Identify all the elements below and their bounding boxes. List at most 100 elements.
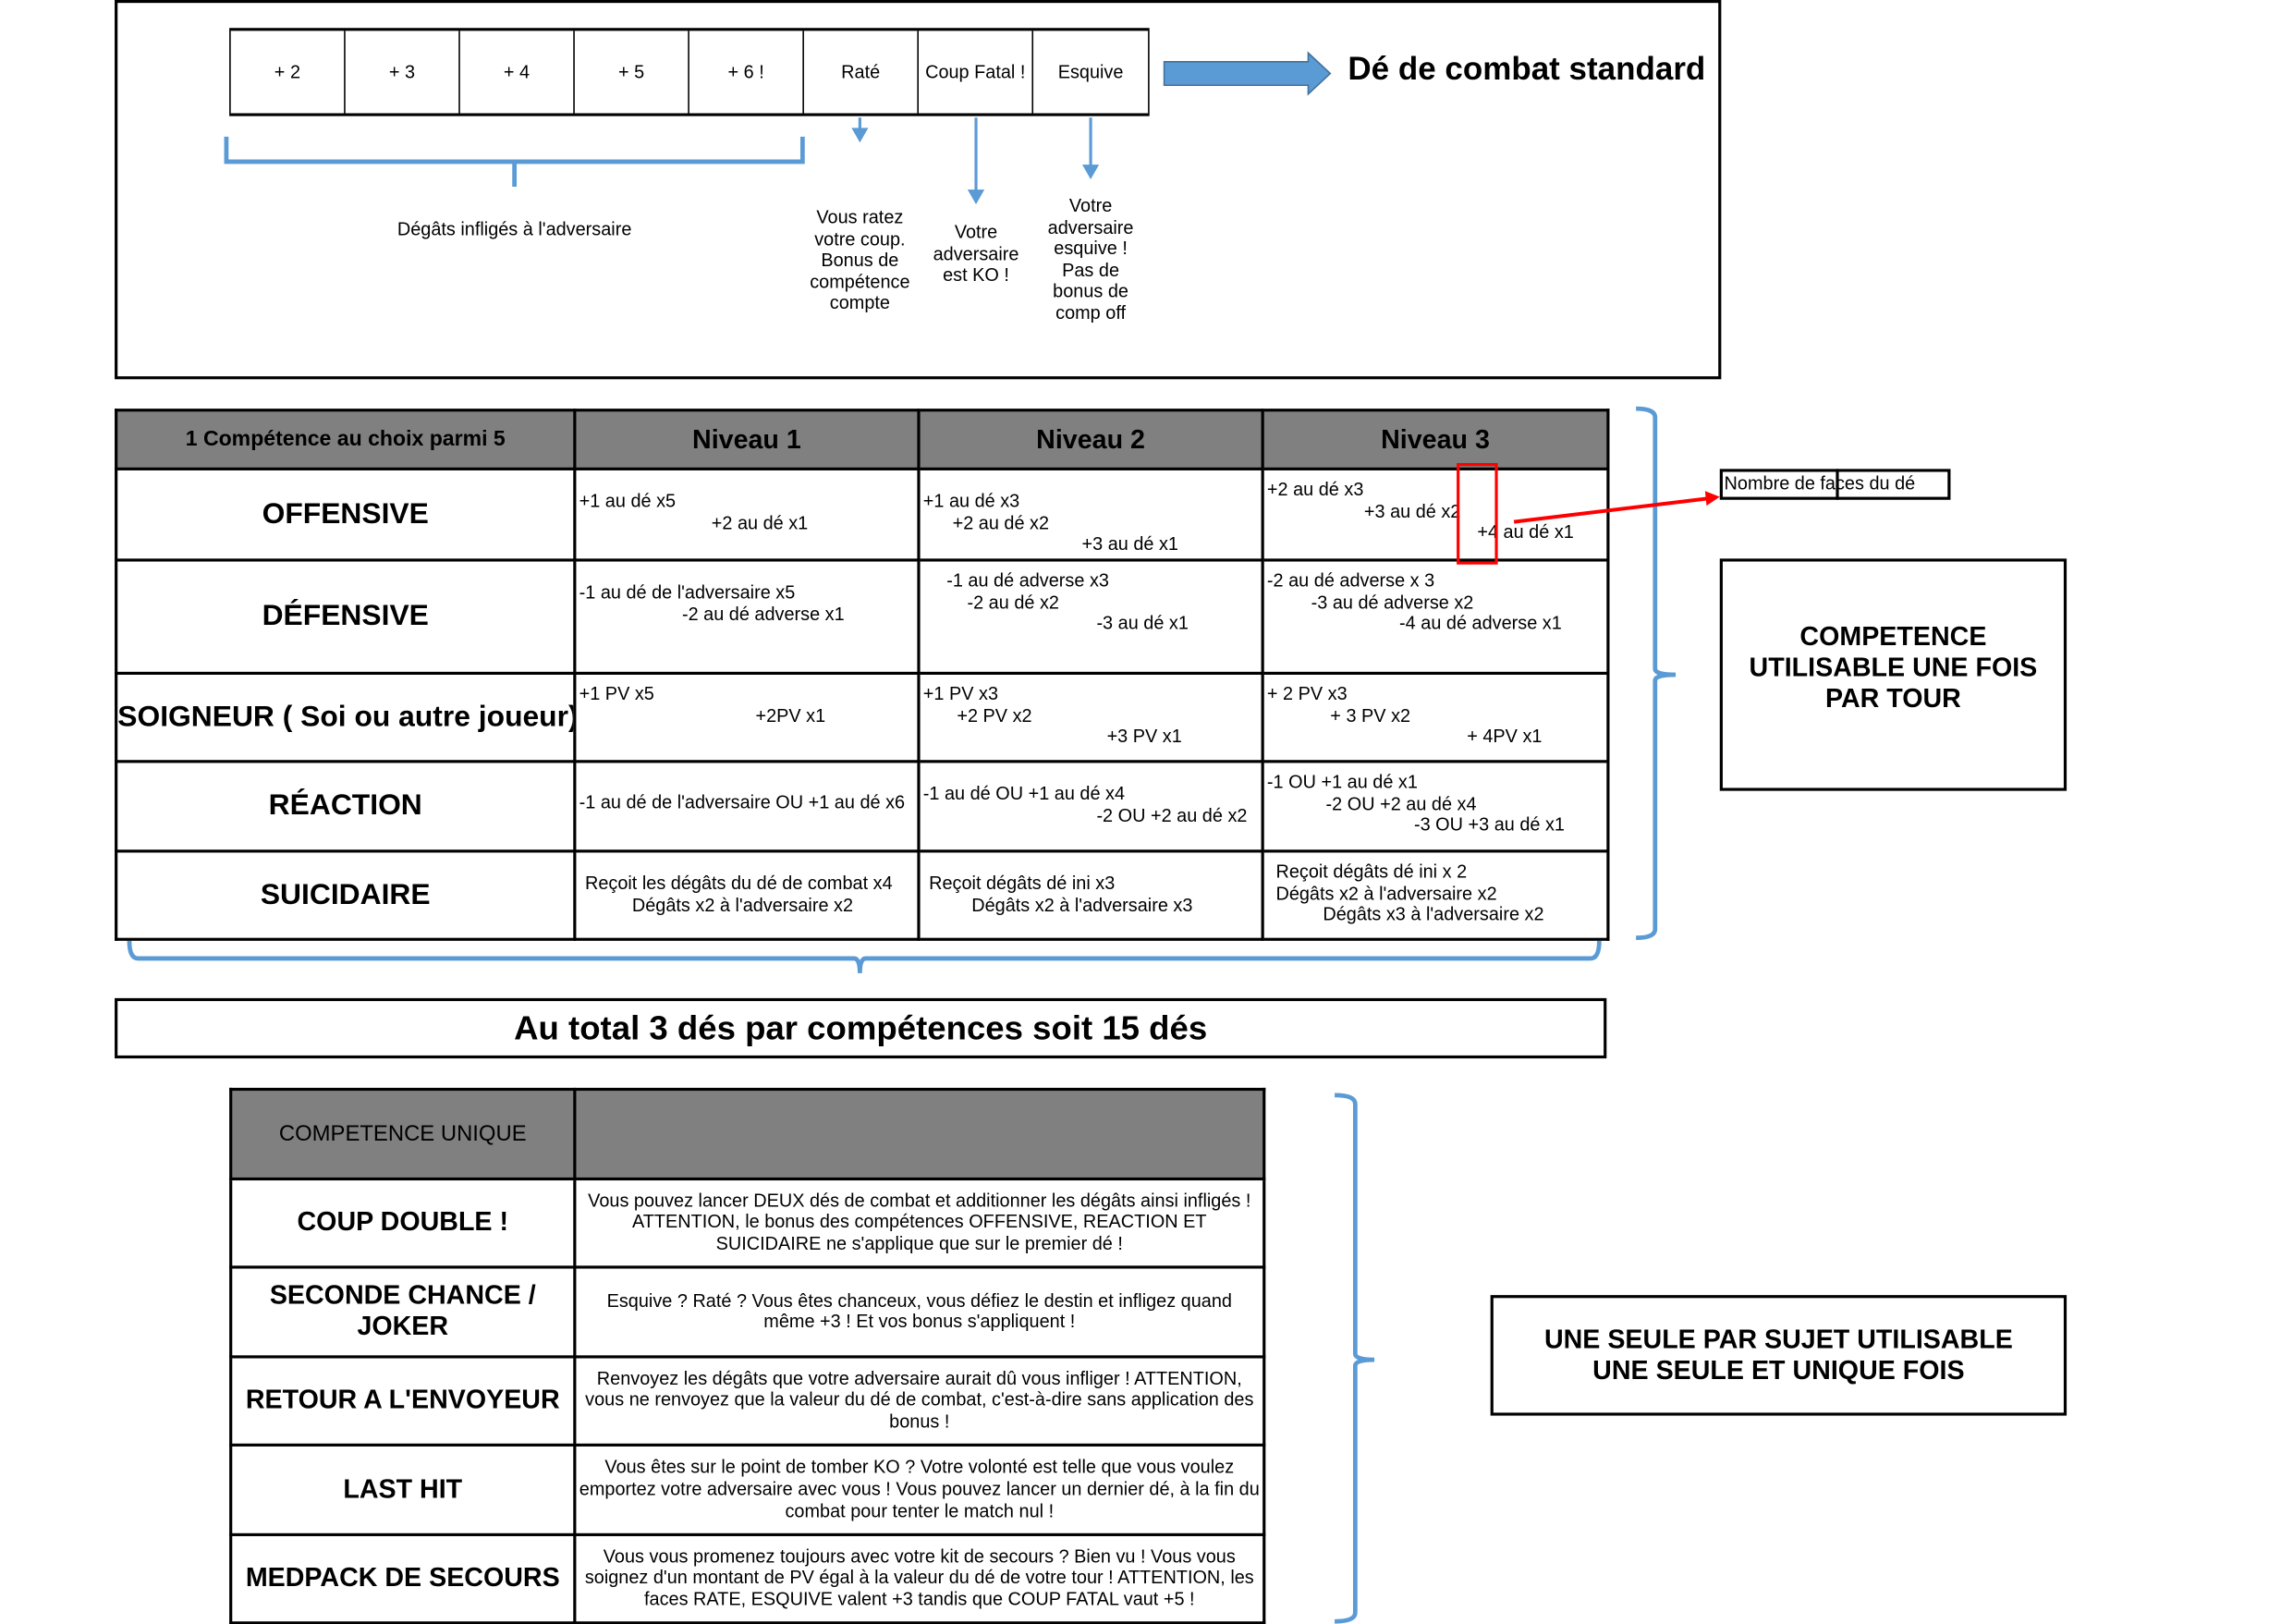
unique-skill-description: Vous vous promenez toujours avec votre k… <box>573 1532 1266 1624</box>
effect-line: -4 au dé adverse x1 <box>1399 613 1562 635</box>
die-face: + 6 ! <box>689 31 804 114</box>
unique-skill-description: Renvoyez les dégâts que votre adversaire… <box>573 1354 1266 1447</box>
note-line: comp off <box>1055 302 1127 324</box>
red-arrow-icon <box>1513 491 1720 524</box>
skill-level-cell: -2 au dé adverse x 3-3 au dé adverse x2-… <box>1261 558 1610 675</box>
skill-level-cell: +1 au dé x3+2 au dé x2 +3 au dé x1 <box>917 467 1264 562</box>
effect-line: -1 au dé de l'adversaire OU +1 au dé x6 <box>579 792 906 813</box>
face-arrows <box>851 117 1100 205</box>
die-face: + 5 <box>575 31 689 114</box>
note-line: votre coup. <box>814 228 906 250</box>
effect-line: Reçoit dégâts dé ini x 2 <box>1275 861 1468 883</box>
effect-line: +2 au dé x3 <box>1266 479 1364 500</box>
skills-table: 1 Compétence au choix parmi 5 Niveau 1 N… <box>115 409 1610 941</box>
skills-header-row: 1 Compétence au choix parmi 5 Niveau 1 N… <box>115 409 1610 470</box>
unique-skill-name: MEDPACK DE SECOURS <box>229 1532 577 1624</box>
unique-skill-description: Vous êtes sur le point de tomber KO ? Vo… <box>573 1443 1266 1536</box>
skill-name: SUICIDAIRE <box>115 849 577 941</box>
unique-skill-name: RETOUR A L'ENVOYEUR <box>229 1354 577 1447</box>
die-title: Dé de combat standard <box>1348 50 1706 87</box>
right-brace-unique <box>1335 1093 1375 1624</box>
skill-level-cell: +1 PV x3+2 PV x2 +3 PV x1 <box>917 671 1264 763</box>
skill-level-cell: +2 au dé x3+3 au dé x2+4 au dé x1 <box>1261 467 1610 562</box>
skill-level-cell: +1 PV x5 +2PV x1 <box>573 671 921 763</box>
effect-line: -3 au dé adverse x2 <box>1311 592 1474 613</box>
right-brace-skills <box>1636 406 1677 941</box>
unique-skills-table: COMPETENCE UNIQUE COUP DOUBLE !Vous pouv… <box>229 1087 1266 1624</box>
effect-line: +2 PV x2 <box>957 704 1032 727</box>
header-cell: 1 Compétence au choix parmi 5 <box>115 409 577 470</box>
effect-line: +2 au dé x2 <box>952 512 1050 533</box>
note-line: esquive ! <box>1054 238 1128 260</box>
skill-level-cell: -1 au dé adverse x3-2 au dé x2-3 au dé x… <box>917 558 1264 675</box>
unique-skill-name: LAST HIT <box>229 1443 577 1536</box>
effect-line: + 2 PV x3 <box>1266 683 1348 704</box>
die-section-frame <box>115 0 1722 380</box>
skill-name: OFFENSIVE <box>115 467 577 562</box>
header-cell: Niveau 1 <box>573 409 921 470</box>
effect-line: +2PV x1 <box>755 704 826 727</box>
effect-line: + 4PV x1 <box>1467 727 1543 748</box>
note-line: Votre <box>954 222 998 243</box>
total-text: Au total 3 dés par compétences soit 15 d… <box>514 1008 1208 1047</box>
effect-line: -2 au dé adverse x 3 <box>1266 570 1435 592</box>
note-line: Votre <box>1068 195 1113 216</box>
note-line: Pas de <box>1062 260 1120 281</box>
effect-line: +1 au dé x3 <box>922 491 1020 512</box>
effect-line: -2 au dé x2 <box>967 592 1059 613</box>
die-face: Esquive <box>1057 61 1124 83</box>
effect-line: +1 au dé x5 <box>579 491 677 512</box>
right-arrow-icon <box>1163 51 1332 96</box>
effect-line: Dégâts x2 à l'adversaire x3 <box>971 895 1193 916</box>
die-face: + 4 <box>460 31 575 114</box>
skill-row: DÉFENSIVE-1 au dé de l'adversaire x5-2 a… <box>115 558 1610 675</box>
damage-bracket <box>224 136 805 187</box>
effect-line: Dégâts x3 à l'adversaire x2 <box>1323 904 1544 926</box>
die-face: + 3 <box>346 31 460 114</box>
skill-row: OFFENSIVE+1 au dé x5+2 au dé x1+1 au dé … <box>115 467 1610 562</box>
unique-row: COUP DOUBLE !Vous pouvez lancer DEUX dés… <box>229 1177 1266 1269</box>
bottom-brace-skills <box>127 940 1602 973</box>
skill-level-cell: -1 au dé de l'adversaire OU +1 au dé x6 <box>573 760 921 853</box>
die-faces-row: + 2 + 3 + 4 + 5 + 6 ! Raté Coup Fatal ! … <box>229 28 1150 116</box>
note-line: adversaire <box>1047 216 1134 238</box>
effect-line: +3 au dé x2 <box>1363 500 1461 522</box>
effect-line: Dégâts x2 à l'adversaire x2 <box>1275 883 1497 904</box>
skill-level-cell: + 2 PV x3+ 3 PV x2 + 4PV x1 <box>1261 671 1610 763</box>
effect-line: -3 au dé x1 <box>1096 613 1189 635</box>
effect-line: Dégâts x2 à l'adversaire x2 <box>631 895 854 916</box>
effect-line: -2 OU +2 au dé x4 <box>1325 793 1477 814</box>
effect-line: -3 OU +3 au dé x1 <box>1413 814 1565 836</box>
faces-label: Nombre de faces du dé <box>1724 473 1916 495</box>
effect-line: +3 au dé x1 <box>1081 533 1179 556</box>
effect-line: +3 PV x1 <box>1106 727 1182 748</box>
highlight-box <box>1457 462 1498 565</box>
header-cell: Niveau 3 <box>1261 409 1610 470</box>
per-turn-note: COMPETENCE UTILISABLE UNE FOIS PAR TOUR <box>1749 620 2038 713</box>
unique-skill-name: COUP DOUBLE ! <box>229 1177 577 1269</box>
skill-name: DÉFENSIVE <box>115 558 577 675</box>
note-line: compte <box>829 293 890 314</box>
effect-line: + 3 PV x2 <box>1330 704 1411 727</box>
effect-line: +1 PV x3 <box>922 683 999 704</box>
die-face: + 2 <box>231 31 346 114</box>
effect-line: +1 PV x5 <box>579 683 654 704</box>
effect-line: +2 au dé x1 <box>711 512 809 533</box>
skill-level-cell: +1 au dé x5 +2 au dé x1 <box>573 467 921 562</box>
skill-row: RÉACTION-1 au dé de l'adversaire OU +1 a… <box>115 760 1610 853</box>
faces-label-box: Nombre de faces du dé <box>1719 469 1951 500</box>
header-cell: Niveau 2 <box>917 409 1264 470</box>
skill-name: SOIGNEUR ( Soi ou autre joueur) <box>115 671 577 763</box>
effect-line: -2 OU +2 au dé x2 <box>1096 805 1248 826</box>
note-line: adversaire <box>933 243 1019 264</box>
once-note: UNE SEULE PAR SUJET UTILISABLE UNE SEULE… <box>1543 1324 2013 1386</box>
